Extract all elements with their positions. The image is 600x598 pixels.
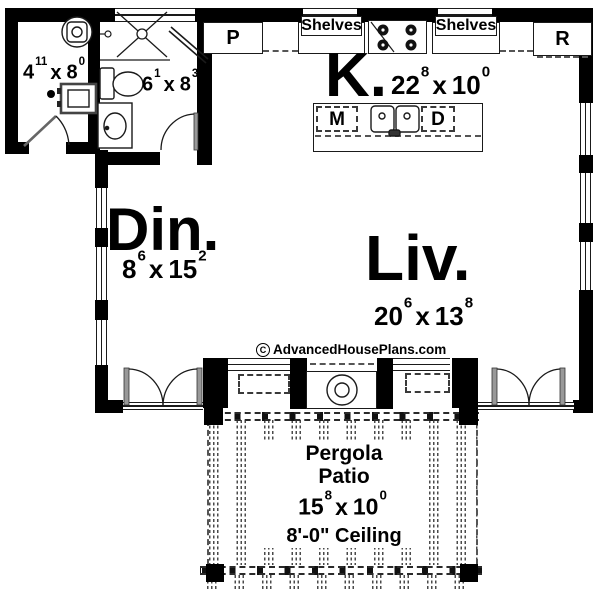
window-right-3	[580, 242, 591, 290]
shower-head	[100, 30, 112, 38]
window-bottom-right	[393, 358, 450, 371]
window-bottom-left	[228, 358, 290, 371]
shelves-left-text: Shelves	[301, 17, 362, 34]
pantry-label-text: P	[226, 27, 240, 49]
shelves-left-box: Shelves	[301, 16, 362, 36]
wall-right-2	[579, 155, 593, 173]
french-doors-right	[491, 367, 566, 406]
washer	[61, 16, 93, 48]
refrigerator-label: R	[533, 22, 592, 56]
dishwasher-label-text: D	[431, 108, 445, 130]
microwave-label: M	[316, 106, 358, 132]
wall-top-1	[5, 8, 115, 22]
living-room-label: Liv.	[365, 222, 471, 294]
wall-laundry-bottom-left	[5, 142, 29, 154]
dishwasher-box	[421, 106, 455, 132]
pergola-beam-bottom	[200, 566, 482, 575]
wall-top-4	[492, 8, 593, 22]
microwave-label-text: M	[329, 108, 345, 130]
wall-bottom-pillar-4	[452, 358, 478, 408]
counter-dashed-right	[500, 22, 533, 52]
wall-laundry-bottom-right	[66, 142, 100, 154]
wall-left-2	[95, 228, 108, 247]
refrigerator-dash	[537, 56, 588, 58]
window-right-2	[580, 173, 591, 223]
wall-laundry-left	[5, 8, 18, 154]
window-left-2	[96, 247, 107, 300]
watermark: C AdvancedHousePlans.com	[256, 342, 446, 357]
watermark-text: AdvancedHousePlans.com	[273, 342, 447, 357]
pergola-post-bottom-left	[206, 564, 224, 582]
wall-top-2	[195, 8, 303, 22]
wall-top-3	[357, 8, 438, 22]
patio-name-line2: Patio	[318, 464, 370, 488]
window-seat-right	[405, 373, 450, 393]
window-bath-top	[115, 8, 195, 22]
shelves-right-text: Shelves	[435, 17, 497, 34]
french-door-sill-right	[478, 402, 574, 410]
window-right-1	[580, 103, 591, 155]
dining-room-label: Din.	[106, 196, 220, 263]
refrigerator	[533, 22, 592, 56]
fireplace-rings	[326, 374, 358, 406]
pergola-post-top-right	[459, 406, 478, 425]
pantry-label: P	[203, 22, 263, 54]
window-left-1	[96, 188, 107, 228]
bathroom-vanity	[97, 102, 133, 149]
wall-left-3	[95, 300, 108, 320]
window-left-3	[96, 320, 107, 365]
microwave-box	[316, 106, 358, 132]
shelves-right-box: Shelves	[435, 16, 497, 36]
pergola-post-top-left	[204, 406, 223, 425]
wall-bottom-pillar-1	[203, 358, 228, 408]
wall-bottom-left-corner	[95, 400, 123, 413]
range-burners	[370, 21, 417, 53]
toilet	[99, 67, 144, 100]
kitchen-sink	[370, 105, 420, 137]
wall-bath-bottom	[95, 152, 160, 165]
fireplace-dash-line	[310, 363, 374, 365]
wall-bottom-pillar-3	[377, 358, 393, 409]
patio-ceiling-note: 8'-0" Ceiling	[286, 525, 402, 547]
refrigerator-label-text: R	[555, 28, 570, 50]
wall-left-1	[95, 150, 108, 188]
floor-drain	[47, 90, 55, 98]
pergola-beam-top	[205, 412, 479, 421]
pergola-rafters-lower	[207, 575, 478, 591]
pantry-cabinet	[203, 22, 263, 54]
kitchen-room-label: K.	[325, 41, 387, 110]
patio-name-line1: Pergola	[305, 442, 383, 465]
wall-bottom-right-corner	[573, 400, 593, 413]
shower	[100, 11, 209, 64]
wall-right-3	[579, 223, 593, 242]
wall-bottom-pillar-2	[290, 358, 307, 409]
pergola-post-bottom-right	[460, 564, 478, 582]
wall-right-4	[579, 290, 593, 412]
range	[368, 20, 427, 54]
french-doors-left	[123, 367, 203, 406]
laundry-appliance	[57, 82, 98, 115]
laundry-door	[23, 115, 70, 147]
bathroom-door	[160, 112, 199, 151]
window-seat-left	[238, 374, 290, 394]
fireplace	[306, 371, 377, 409]
copyright-icon: C	[256, 342, 270, 357]
counter-dashed-left	[263, 22, 298, 52]
dishwasher-label: D	[421, 106, 455, 132]
